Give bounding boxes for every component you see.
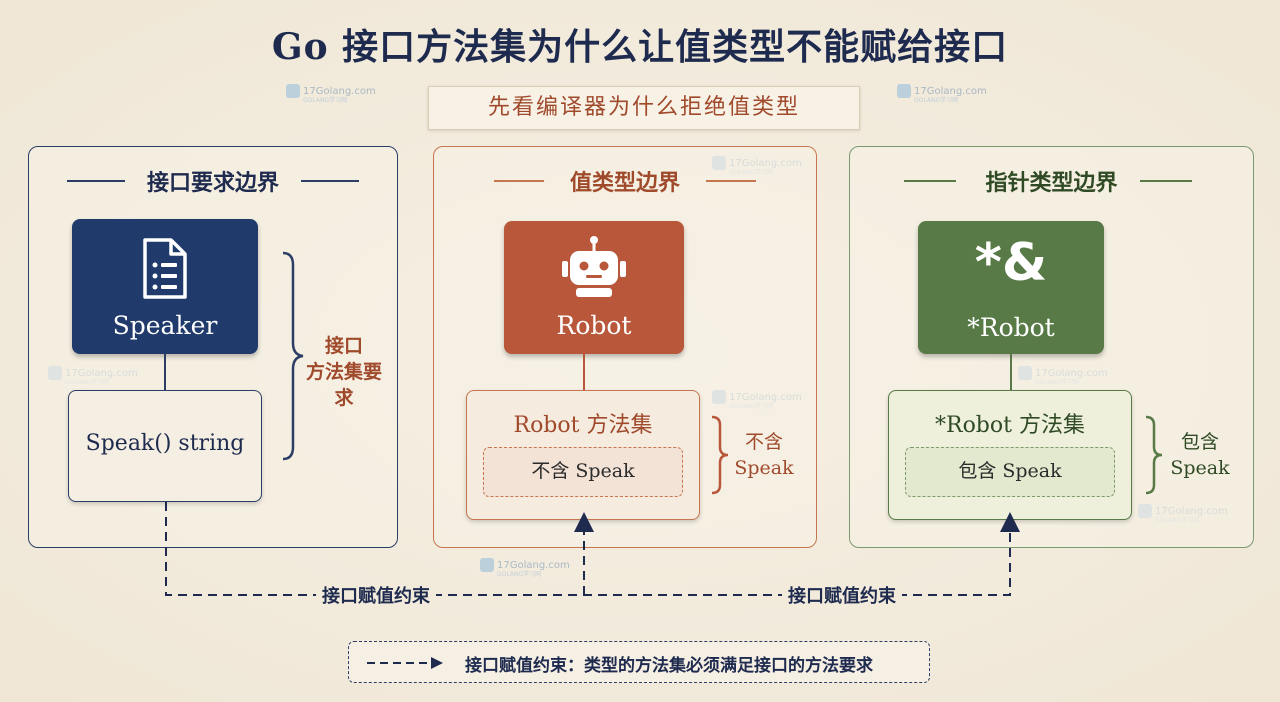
value-brace-icon xyxy=(711,415,729,495)
heading-rule xyxy=(494,180,544,182)
interface-brace-icon xyxy=(282,251,304,461)
flow-label-right: 接口赋值约束 xyxy=(782,582,902,608)
page-title: Go 接口方法集为什么让值类型不能赋给接口 xyxy=(271,26,1009,68)
pointer-type-panel-heading: 指针类型边界 xyxy=(985,170,1118,196)
watermark: 17Golang.com GOLANG学习网 xyxy=(897,84,987,104)
watermark: 17Golang.com GOLANG学习网 xyxy=(480,558,570,578)
heading-rule xyxy=(904,180,956,182)
robot-method-set-item: 不含 Speak xyxy=(483,447,683,497)
pointer-method-set-title: *Robot 方法集 xyxy=(935,413,1085,438)
pointer-method-set-box: *Robot 方法集 包含 Speak xyxy=(888,390,1132,520)
connector-line xyxy=(164,354,166,390)
speak-method-signature: Speak() string xyxy=(85,431,245,456)
pointer-brace-icon xyxy=(1145,415,1163,495)
speaker-card-label: Speaker xyxy=(112,311,218,340)
watermark: 17Golang.com GOLANG学习网 xyxy=(286,84,376,104)
robot-card-label: Robot xyxy=(556,311,632,340)
heading-rule xyxy=(67,180,125,182)
legend-box: 接口赋值约束：类型的方法集必须满足接口的方法要求 xyxy=(348,641,930,683)
pointer-robot-card: *& *Robot xyxy=(918,221,1104,354)
heading-rule xyxy=(301,180,359,182)
robot-type-card: Robot xyxy=(504,221,684,354)
watermark-logo-icon xyxy=(480,558,494,572)
pointer-brace-label: 包含 Speak xyxy=(1170,431,1230,479)
watermark-logo-icon xyxy=(897,84,911,98)
pointer-card-label: *Robot xyxy=(967,313,1055,342)
subtitle-text: 先看编译器为什么拒绝值类型 xyxy=(487,95,800,120)
subtitle-banner: 先看编译器为什么拒绝值类型 xyxy=(428,86,860,130)
value-type-panel: 值类型边界 Robot Robot 方法集 不含 Speak xyxy=(433,146,817,548)
value-type-panel-heading: 值类型边界 xyxy=(569,170,680,196)
dashed-arrow-icon xyxy=(367,657,443,669)
pointer-ampersand-icon: *& xyxy=(974,233,1048,293)
interface-brace-label: 接口 方法集要求 xyxy=(305,335,382,409)
speaker-interface-card: Speaker xyxy=(72,219,258,354)
watermark-logo-icon xyxy=(286,84,300,98)
pointer-method-set-item: 包含 Speak xyxy=(905,447,1115,497)
legend-text: 接口赋值约束：类型的方法集必须满足接口的方法要求 xyxy=(465,656,873,676)
heading-rule xyxy=(706,180,756,182)
document-icon xyxy=(143,238,187,299)
robot-method-set-title: Robot 方法集 xyxy=(513,413,653,438)
connector-line xyxy=(583,354,585,390)
value-brace-label: 不含 Speak xyxy=(734,431,794,479)
connector-line xyxy=(1010,354,1012,390)
heading-rule xyxy=(1140,180,1192,182)
pointer-type-panel: 指针类型边界 *& *Robot *Robot 方法集 包含 Speak 包含 … xyxy=(849,146,1254,548)
interface-panel-heading: 接口要求边界 xyxy=(146,170,279,196)
robot-method-set-box: Robot 方法集 不含 Speak xyxy=(466,390,700,520)
flow-label-left: 接口赋值约束 xyxy=(316,582,436,608)
robot-icon xyxy=(562,236,626,297)
interface-panel: 接口要求边界 Speaker Speak() string 接口 方法集要求 xyxy=(28,146,398,548)
interface-method-box: Speak() string xyxy=(68,390,262,502)
